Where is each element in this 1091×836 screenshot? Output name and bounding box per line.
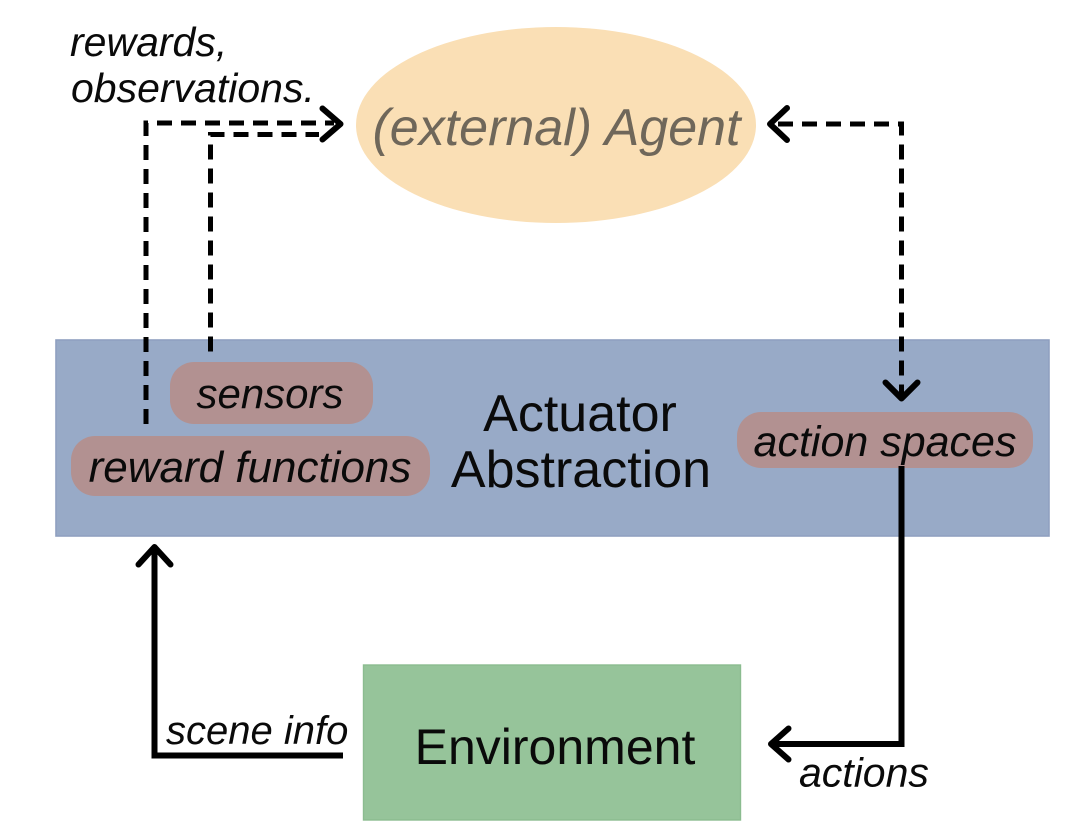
svg-text:Actuator: Actuator (483, 385, 677, 443)
svg-text:Abstraction: Abstraction (451, 441, 711, 499)
svg-text:(external) Agent: (external) Agent (372, 99, 743, 157)
svg-text:reward functions: reward functions (89, 443, 412, 492)
svg-text:actions: actions (799, 750, 929, 796)
svg-text:rewards,: rewards, (70, 19, 227, 65)
svg-text:Environment: Environment (415, 719, 696, 775)
svg-text:scene info: scene info (166, 709, 348, 753)
svg-text:action spaces: action spaces (754, 418, 1017, 466)
svg-text:observations.: observations. (71, 65, 315, 111)
svg-text:sensors: sensors (196, 370, 343, 417)
